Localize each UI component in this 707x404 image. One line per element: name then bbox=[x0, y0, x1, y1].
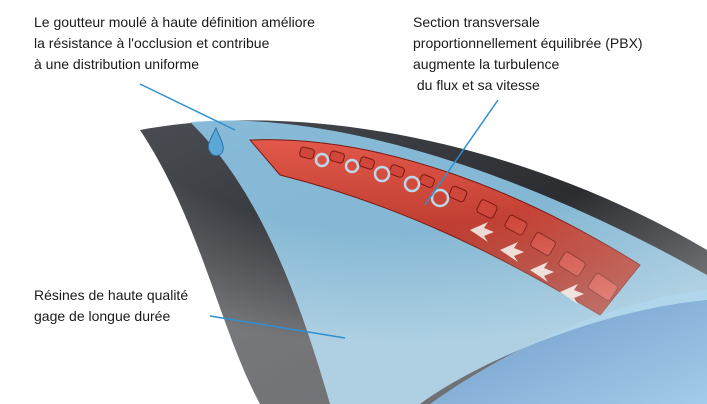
resin-callout-line: gage de longue durée bbox=[34, 308, 171, 324]
section-callout-line: Section transversale bbox=[413, 14, 540, 30]
section-leader-line bbox=[424, 99, 499, 206]
emitter-callout-line: à une distribution uniforme bbox=[34, 56, 199, 72]
emitter-callout-line: la résistance à l'occlusion et contribue bbox=[34, 35, 270, 51]
resin-leader-line bbox=[209, 315, 346, 339]
emitter-callout: Le goutteur moulé à haute définition amé… bbox=[34, 12, 315, 75]
section-callout-line: proportionnellement équilibrée (PBX) bbox=[413, 35, 643, 51]
emitter-leader-line bbox=[139, 83, 236, 131]
section-callout: Section transversale proportionnellement… bbox=[413, 12, 643, 96]
emitter-callout-line: Le goutteur moulé à haute définition amé… bbox=[34, 14, 315, 30]
section-callout-line: augmente la turbulence bbox=[413, 56, 560, 72]
resin-callout: Résines de haute qualité gage de longue … bbox=[34, 285, 188, 327]
resin-callout-line: Résines de haute qualité bbox=[34, 287, 189, 303]
section-callout-line: du flux et sa vitesse bbox=[413, 77, 540, 93]
